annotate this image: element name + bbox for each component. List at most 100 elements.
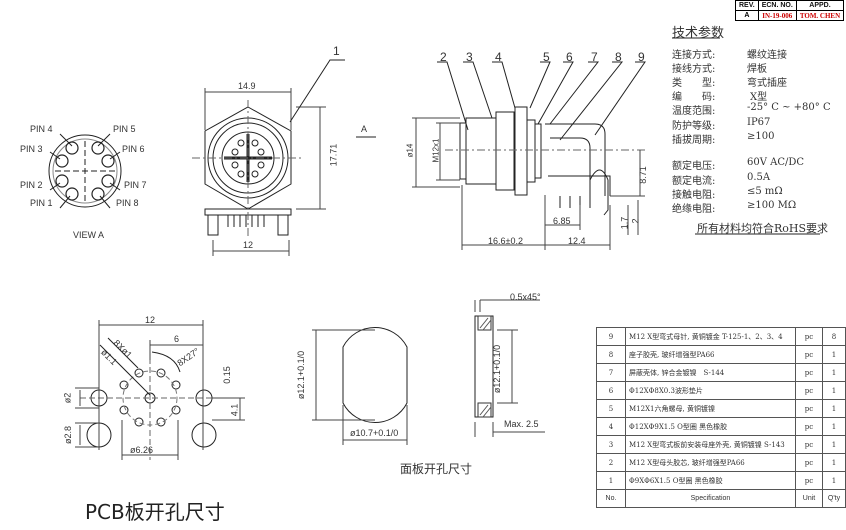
dim-height-1: 8.71 [637, 166, 648, 184]
pcb-layout [75, 320, 245, 460]
dim-length-3: 6.85 [553, 216, 571, 226]
param-value: IP67 [747, 117, 771, 128]
cell-spec: M12 X型弯式母针, 黄铜镀金 T-125-1、2、3、4 [625, 327, 796, 346]
balloon: 2 [440, 50, 447, 64]
balloon: 7 [591, 50, 598, 64]
cell-unit: pc [795, 471, 823, 490]
balloon: 5 [543, 50, 550, 64]
dim: 0.5x45° [510, 292, 541, 302]
param-value: ≥100 [747, 131, 775, 142]
cell-qty: 1 [822, 399, 846, 418]
pin-label: PIN 7 [124, 180, 147, 190]
cell-spec: 座子胶壳, 玻纤增强型PA66 [625, 345, 796, 364]
cell-no: 1 [596, 471, 626, 490]
param-label: 接线方式: [672, 64, 716, 75]
cell-qty: 1 [822, 381, 846, 400]
cell-no: 5 [596, 399, 626, 418]
dim: Max. 2.5 [504, 419, 539, 429]
dim-pcb-width: 12 [243, 240, 254, 250]
dim-height: 17.71 [328, 143, 339, 167]
param-value: 60V AC/DC [747, 157, 805, 168]
dim: 6 [174, 334, 180, 344]
pin-label: PIN 6 [122, 144, 145, 154]
balloon: 4 [495, 50, 502, 64]
cell-unit: pc [795, 327, 823, 346]
cell-no: 3 [596, 435, 626, 454]
param-label: 类 型: [672, 78, 716, 89]
dim-length-1: 16.6±0.2 [488, 236, 523, 246]
panel-caption: 面板开孔尺寸 [400, 462, 473, 476]
cell-spec: Φ12XΦ8X0.3波形垫片 [625, 381, 796, 400]
param-label: 编 码: [672, 92, 716, 103]
param-value: ≤5 mΩ [747, 186, 783, 197]
appd-header: APPD. [795, 0, 845, 11]
cell-no: 2 [596, 453, 626, 472]
cell-qty: 1 [822, 417, 846, 436]
cell-unit: pc [795, 453, 823, 472]
cell-no: 9 [596, 327, 626, 346]
cell-qty: 1 [822, 471, 846, 490]
front-view [192, 59, 376, 256]
param-value: 弯式插座 [747, 78, 787, 89]
pcb-caption: PCB板开孔尺寸 [85, 500, 225, 524]
dim-height-2: 1.7 [619, 216, 630, 230]
rev-value: A [735, 10, 759, 21]
balloon: 3 [466, 50, 473, 64]
balloon: 6 [566, 50, 573, 64]
view-arrow-label: A [361, 124, 368, 134]
cell-spec: M12 X型弯式板前安装母座外壳, 黄铜镀镍 S-143 [625, 435, 796, 454]
pin-label: PIN 4 [30, 124, 53, 134]
param-value: ≥100 MΩ [747, 200, 797, 211]
cell-qty: 1 [822, 453, 846, 472]
dim: ø6.26 [130, 445, 154, 455]
dim: ø10.7+0.1/0 [350, 428, 399, 438]
cell-spec: Φ9XΦ6X1.5 O型圈 黑色橡胶 [625, 471, 796, 490]
dim: ø12.1+0.1/0 [492, 344, 503, 394]
balloon: 1 [333, 44, 340, 58]
cell-no: 4 [596, 417, 626, 436]
rohs-note: 所有材料均符合RoHS要求 [697, 222, 829, 235]
param-value: X型 [750, 92, 768, 103]
cell-qty: 1 [822, 345, 846, 364]
dim-width: 14.9 [238, 81, 256, 91]
cell-qty: 1 [822, 363, 846, 382]
dim: ø2.8 [63, 425, 74, 445]
cell-spec: M12X1六角螺母, 黄铜镀镍 [625, 399, 796, 418]
param-value: 焊板 [747, 64, 767, 75]
param-value: 螺纹连接 [747, 50, 787, 61]
pin-label: PIN 2 [20, 180, 43, 190]
dim: 4.1 [229, 403, 240, 417]
dim-diameter: ø14 [405, 143, 415, 158]
cell-no: 8 [596, 345, 626, 364]
cell-unit: pc [795, 381, 823, 400]
param-value: -25° C ~ +80° C [747, 102, 831, 113]
cell-no: 7 [596, 363, 626, 382]
cell-unit: pc [795, 345, 823, 364]
pin-label: PIN 5 [113, 124, 136, 134]
dim-height-3: 2 [630, 218, 641, 224]
pin-label: PIN 1 [30, 198, 53, 208]
dim: 12 [145, 315, 156, 325]
cell-unit: pc [795, 363, 823, 382]
header-qty: Q'ty [822, 489, 846, 508]
ecn-header: ECN. NO. [757, 0, 797, 11]
cell-unit: pc [795, 399, 823, 418]
param-label: 插拔周期: [672, 135, 716, 146]
pin-label: PIN 3 [20, 144, 43, 154]
balloon: 9 [638, 50, 645, 64]
param-label: 额定电压: [672, 161, 716, 172]
dim: ø2 [62, 392, 73, 404]
cell-spec: Φ12XΦ9X1.5 O型圈 黑色橡胶 [625, 417, 796, 436]
param-label: 温度范围: [672, 106, 716, 117]
header-spec: Specification [625, 489, 796, 508]
param-label: 接触电阻: [672, 190, 716, 201]
